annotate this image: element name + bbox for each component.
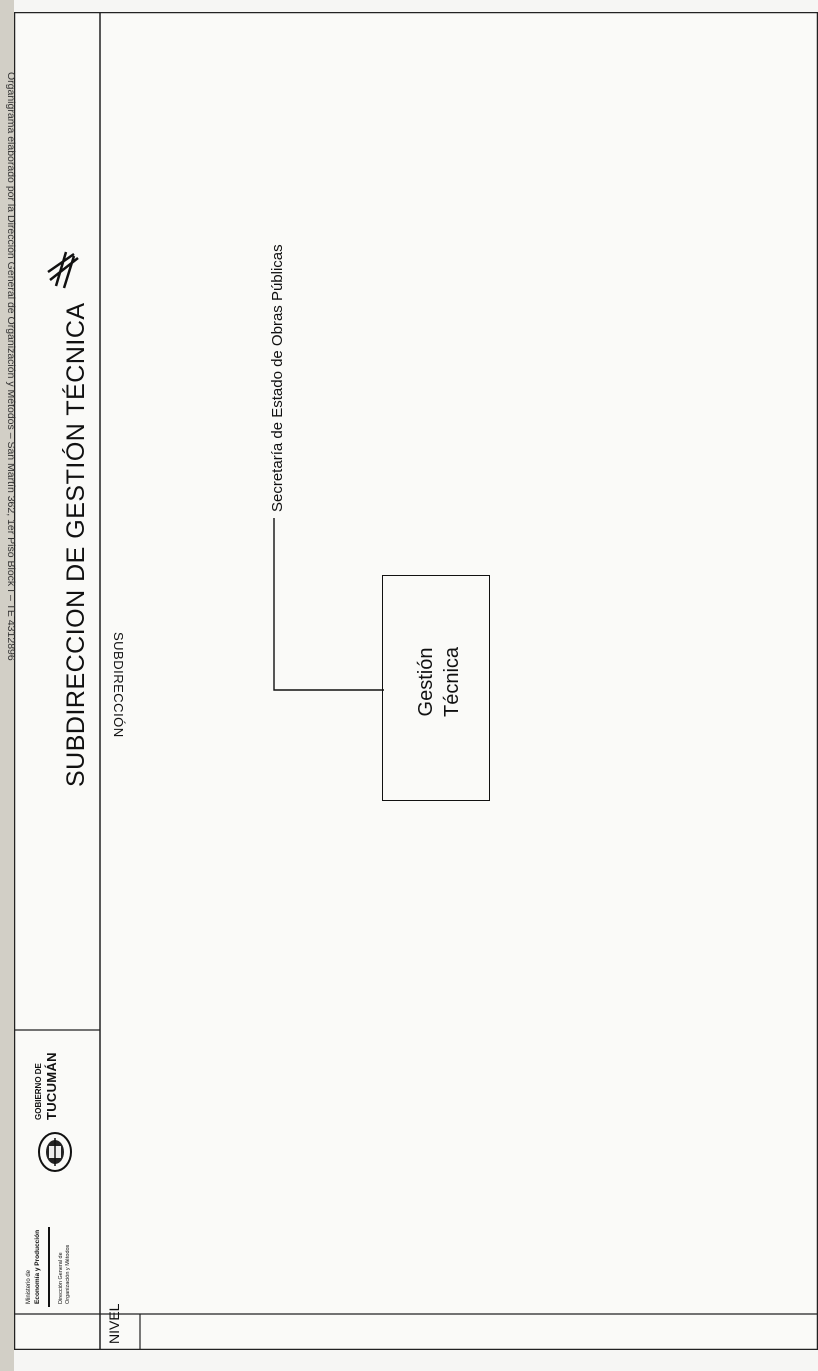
unit-box-gestion-tecnica [382, 575, 490, 801]
logo-gov-small: GOBIERNO DE [34, 1063, 43, 1120]
handwritten-mark-icon [47, 251, 79, 289]
logo-ministry-line2: Economía y Producción [34, 1229, 41, 1304]
unit-box-label-1: Gestión [415, 647, 437, 717]
coat-of-arms-icon [38, 1132, 72, 1172]
level-value: SUBDIRECCIÓN [111, 632, 126, 738]
logo-gov-big: TUCUMÁN [44, 1052, 59, 1120]
logo-direction-line2: Organización y Métodos [65, 1244, 71, 1304]
logo-ministry-line1: Ministerio de [26, 1269, 32, 1304]
level-label: NIVEL [106, 1303, 122, 1344]
unit-box-label-2: Técnica [441, 646, 463, 718]
connector-lines [273, 518, 384, 691]
logo-divider [48, 1227, 50, 1307]
parent-unit-label: Secretaría de Estado de Obras Públicas [269, 244, 286, 512]
footer-strip [0, 0, 14, 1371]
logo-direction-line1: Dirección General de [58, 1252, 64, 1304]
